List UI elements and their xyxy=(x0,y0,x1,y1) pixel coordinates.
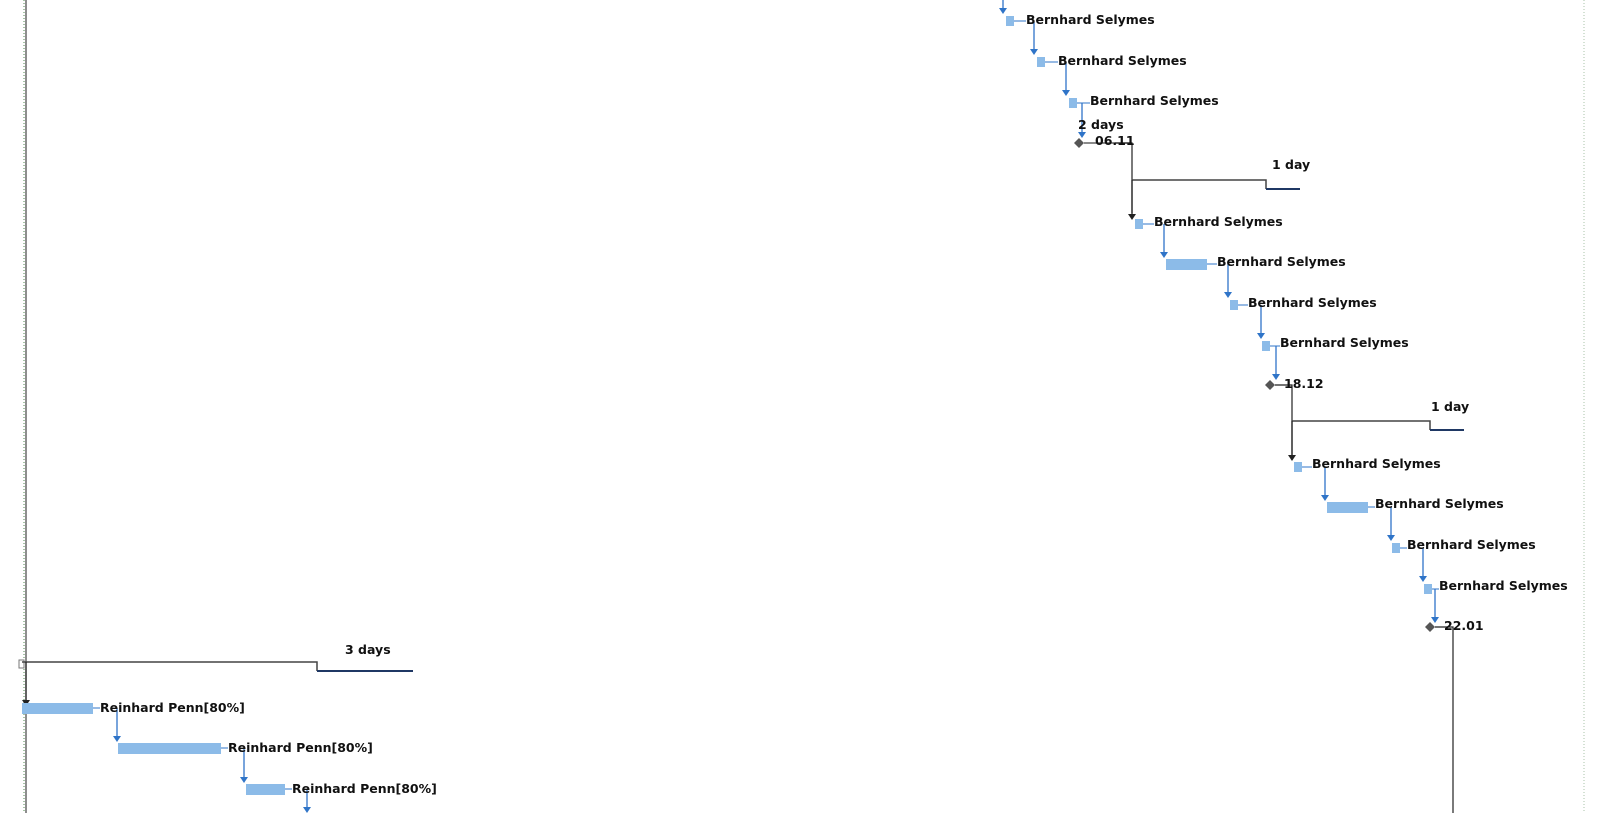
milestone-diamond[interactable] xyxy=(1074,138,1084,148)
milestone-duration-label: 2 days xyxy=(1078,117,1124,132)
summary-duration-label: 1 day xyxy=(1431,399,1470,414)
dependency-arrow xyxy=(1419,576,1427,582)
task-bar[interactable] xyxy=(1069,98,1077,108)
task-bar[interactable] xyxy=(1037,57,1045,67)
dependency-arrow xyxy=(113,736,121,742)
summary-duration-label: 3 days xyxy=(345,642,391,657)
dependency-arrow xyxy=(1030,49,1038,55)
summary-bar xyxy=(22,661,318,671)
task-bar[interactable] xyxy=(1327,502,1368,513)
dependency-arrow xyxy=(1128,214,1136,220)
successor-link xyxy=(1275,384,1293,460)
task-resource-label: Bernhard Selymes xyxy=(1375,496,1504,511)
task-resource-label: Bernhard Selymes xyxy=(1026,12,1155,27)
task-resource-label: Reinhard Penn[80%] xyxy=(228,740,373,755)
task-resource-label: Bernhard Selymes xyxy=(1058,53,1187,68)
task-resource-label: Bernhard Selymes xyxy=(1439,578,1568,593)
task-bar[interactable] xyxy=(1294,462,1302,472)
dependency-arrow xyxy=(1431,617,1439,623)
summary-start-marker xyxy=(18,659,25,669)
task-bar[interactable] xyxy=(1392,543,1400,553)
dependency-arrow xyxy=(1078,132,1086,138)
dependency-arrow xyxy=(303,807,311,813)
milestone-date-label: 22.01 xyxy=(1444,618,1484,633)
task-bar[interactable] xyxy=(1135,219,1143,229)
milestone-diamond[interactable] xyxy=(1265,380,1275,390)
dependency-arrow xyxy=(1224,292,1232,298)
task-resource-label: Reinhard Penn[80%] xyxy=(292,781,437,796)
task-bar[interactable] xyxy=(1166,259,1207,270)
successor-link xyxy=(1115,142,1133,213)
dependency-arrow xyxy=(240,777,248,783)
task-bar[interactable] xyxy=(118,743,221,754)
task-bar[interactable] xyxy=(1006,16,1014,26)
task-resource-label: Bernhard Selymes xyxy=(1090,93,1219,108)
successor-link xyxy=(1435,626,1454,813)
task-bar[interactable] xyxy=(1230,300,1238,310)
dependency-arrow xyxy=(1387,535,1395,541)
task-bar[interactable] xyxy=(246,784,285,795)
summary-bar xyxy=(1132,179,1267,189)
task-resource-label: Bernhard Selymes xyxy=(1280,335,1409,350)
task-bar[interactable] xyxy=(1424,584,1432,594)
dependency-arrow xyxy=(1288,455,1296,461)
task-bar[interactable] xyxy=(1262,341,1270,351)
dependency-arrow xyxy=(1321,495,1329,501)
milestone-diamond[interactable] xyxy=(1425,622,1435,632)
dependency-arrow xyxy=(999,8,1007,14)
task-resource-label: Bernhard Selymes xyxy=(1312,456,1441,471)
dependency-arrow xyxy=(1062,90,1070,96)
summary-bar xyxy=(1292,420,1431,430)
task-resource-label: Bernhard Selymes xyxy=(1248,295,1377,310)
dependency-arrow xyxy=(1160,252,1168,258)
milestone-date-label: 06.11 xyxy=(1095,133,1135,148)
milestone-date-label: 18.12 xyxy=(1284,376,1324,391)
dependency-arrow xyxy=(1257,333,1265,339)
dependency-arrow xyxy=(1272,374,1280,380)
task-resource-label: Bernhard Selymes xyxy=(1154,214,1283,229)
summary-duration-label: 1 day xyxy=(1272,157,1311,172)
task-resource-label: Bernhard Selymes xyxy=(1217,254,1346,269)
task-bar[interactable] xyxy=(22,703,93,714)
task-resource-label: Bernhard Selymes xyxy=(1407,537,1536,552)
task-resource-label: Reinhard Penn[80%] xyxy=(100,700,245,715)
